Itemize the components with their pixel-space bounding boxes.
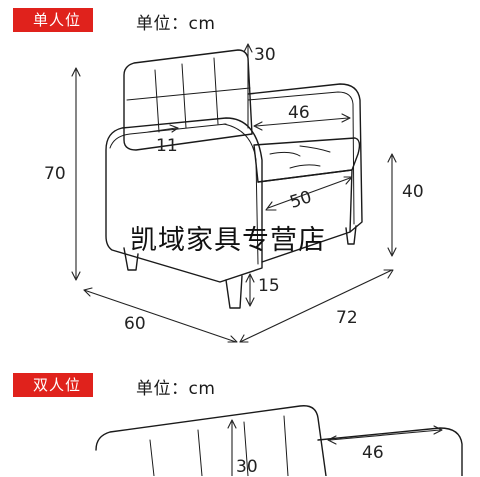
single-leg-back-right [345,225,357,245]
dim-total-height: 70 [44,164,66,184]
single-unit-label: 单位：cm [136,14,216,34]
single-backrest [123,49,253,151]
single-seat-cushion [253,137,361,183]
store-watermark: 凯域家具专营店 [130,225,326,256]
double-seat-tag: 双人位 [13,373,94,397]
dim-top-height: 30 [254,45,276,65]
single-leg-front-left [123,247,139,271]
dim-width: 72 [336,308,358,328]
dim-seat-width: 46 [288,103,310,123]
dim-leg-height: 15 [258,276,280,296]
double-backrest [95,405,327,476]
single-left-arm [105,117,263,283]
single-leg-front-right [225,275,243,309]
dim-depth: 60 [124,314,146,334]
single-seat-tag: 单人位 [13,8,94,32]
dim-arm-depth: 11 [156,136,178,156]
dim-seat-height: 40 [402,182,424,202]
double-dim-top-height: 30 [236,457,258,477]
double-dim-seat-width: 46 [362,443,384,463]
single-right-arm [247,83,363,233]
double-unit-label: 单位：cm [136,379,216,399]
